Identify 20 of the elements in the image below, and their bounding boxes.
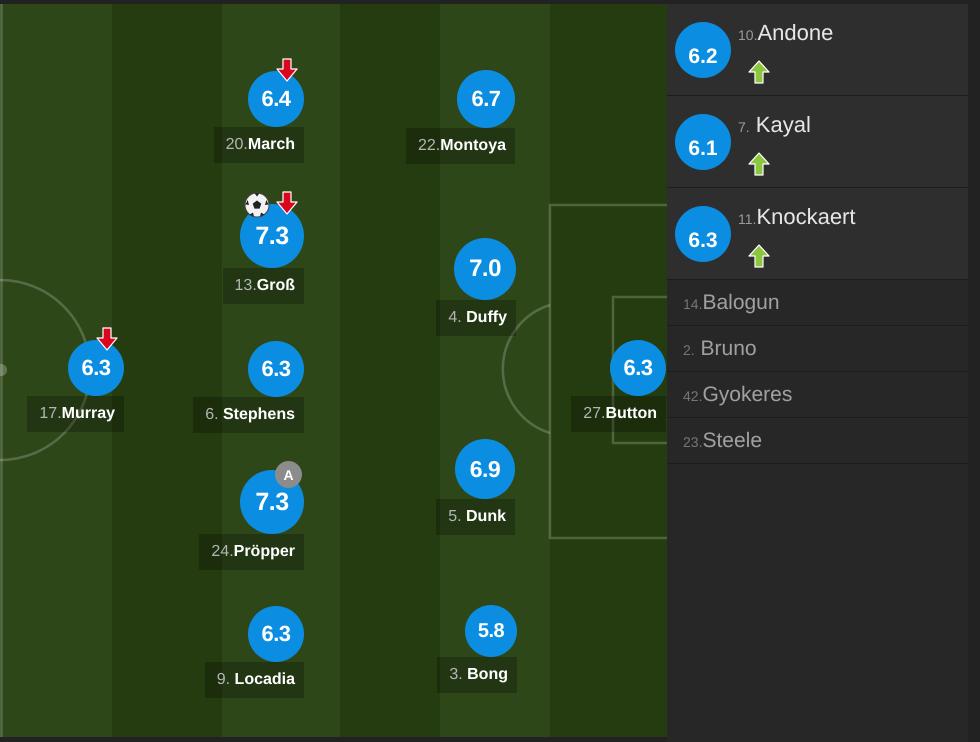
substitute-row bbox=[667, 4, 968, 96]
player-rating: 6.2 bbox=[675, 22, 731, 78]
player-rating: 6.3 bbox=[675, 206, 731, 262]
substitute-row bbox=[667, 188, 968, 280]
player-name: 9. Locadia bbox=[204, 662, 304, 698]
player-name: 17.Murray bbox=[27, 396, 124, 432]
player-name: 27.Button bbox=[571, 396, 666, 432]
player-name: 10.Andone bbox=[738, 20, 834, 47]
player-name: 5. Dunk bbox=[436, 499, 515, 535]
player-name: 3. Bong bbox=[437, 657, 517, 693]
player-name: 11.Knockaert bbox=[738, 204, 856, 231]
substitute-row bbox=[667, 96, 968, 188]
player-name: 13.Groß bbox=[222, 268, 304, 304]
player-rating: 6.1 bbox=[675, 114, 731, 170]
player-name: 4. Duffy bbox=[436, 300, 516, 336]
player-name: 22.Montoya bbox=[406, 128, 515, 164]
player-name: 6. Stephens bbox=[193, 397, 304, 433]
player-name: 7. Kayal bbox=[738, 112, 811, 139]
player-name: 24.Pröpper bbox=[199, 534, 304, 570]
player-name: 20.March bbox=[214, 127, 304, 163]
